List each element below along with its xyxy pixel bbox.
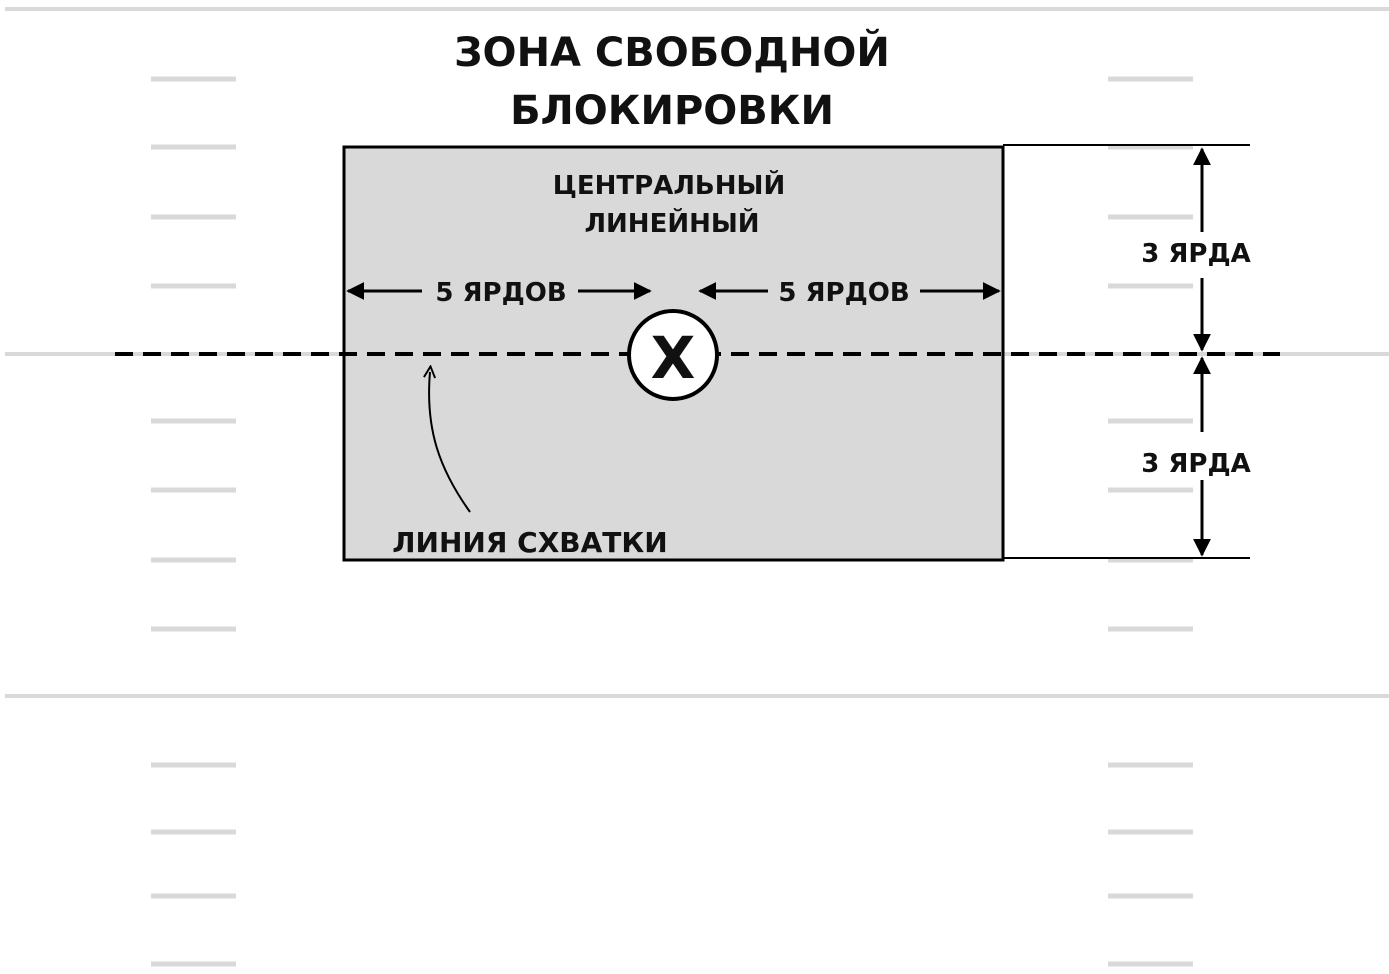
upper-depth-dimension: 3 ЯРДА [1141,147,1251,352]
upper-depth-label: 3 ЯРДА [1141,239,1251,269]
left-width-label: 5 ЯРДОВ [435,278,566,308]
player-circle [627,309,719,401]
hash-marks [151,76,1193,967]
center-lineman-marker: X [627,309,719,401]
lower-depth-label: 3 ЯРДА [1141,449,1251,479]
player-position-label-line-1: ЦЕНТРАЛЬНЫЙ [553,169,785,201]
right-width-label: 5 ЯРДОВ [778,278,909,308]
player-marker-x: X [651,324,696,392]
lower-depth-dimension: 3 ЯРДА [1141,356,1251,557]
scrimmage-line-label: ЛИНИЯ СХВАТКИ [392,526,667,559]
scrimmage-pointer-arrow [429,372,471,513]
player-position-label-line-2: ЛИНЕЙНЫЙ [584,207,759,239]
diagram-title-line-2: БЛОКИРОВКИ [510,88,834,134]
left-width-dimension: 5 ЯРДОВ [346,278,652,308]
diagram-title-line-1: ЗОНА СВОБОДНОЙ [454,28,890,76]
right-width-dimension: 5 ЯРДОВ [698,278,1001,308]
